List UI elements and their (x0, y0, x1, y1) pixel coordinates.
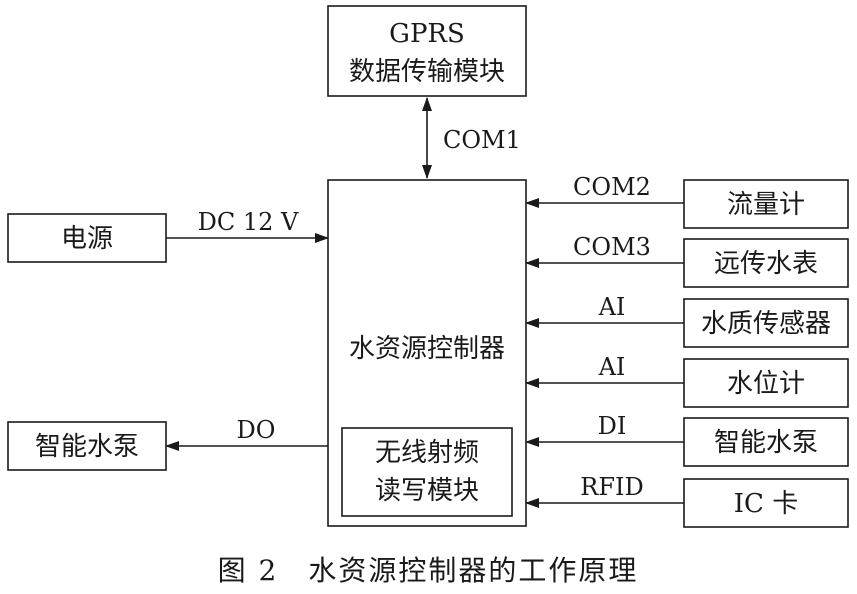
output-pump-box: 智能水泵 (7, 421, 167, 471)
input-water-quality-sensor: 水质传感器 AI (525, 293, 849, 348)
input-smart-pump: 智能水泵 DI (525, 412, 849, 467)
input-label: 流量计 (727, 190, 805, 220)
input-signal-label: DI (598, 412, 627, 440)
input-signal-label: AI (598, 353, 626, 381)
power-label: 电源 (61, 224, 113, 254)
power-box: 电源 (7, 213, 167, 263)
input-label: 水位计 (727, 369, 805, 399)
input-signal-label: RFID (580, 473, 643, 501)
input-water-level-meter: 水位计 AI (525, 353, 849, 408)
rfid-module-line1: 无线射频 (375, 438, 479, 468)
input-label: 智能水泵 (714, 428, 818, 458)
input-signal-label: AI (598, 293, 626, 321)
input-remote-meter: 远传水表 COM3 (525, 233, 849, 288)
power-signal-label: DC 12 V (198, 208, 299, 236)
input-signal-label: COM3 (573, 233, 651, 261)
gprs-subtitle: 数据传输模块 (349, 57, 505, 87)
gprs-module: GPRS 数据传输模块 (327, 5, 527, 97)
gprs-title: GPRS (389, 19, 465, 49)
do-signal-label: DO (237, 416, 276, 444)
input-ic-card: IC 卡 RFID (525, 473, 849, 528)
controller-label: 水资源控制器 (349, 334, 505, 364)
figure-caption: 图 2 水资源控制器的工作原理 (218, 554, 639, 587)
input-flowmeter: 流量计 COM2 (525, 173, 849, 229)
com1-label: COM1 (443, 126, 521, 154)
input-label: 远传水表 (714, 249, 818, 279)
rfid-module-line2: 读写模块 (375, 476, 479, 506)
output-pump-label: 智能水泵 (35, 432, 139, 462)
input-label: 水质传感器 (701, 309, 831, 339)
rfid-module: 无线射频 读写模块 (341, 427, 513, 517)
input-signal-label: COM2 (573, 173, 651, 201)
input-label: IC 卡 (734, 489, 798, 519)
